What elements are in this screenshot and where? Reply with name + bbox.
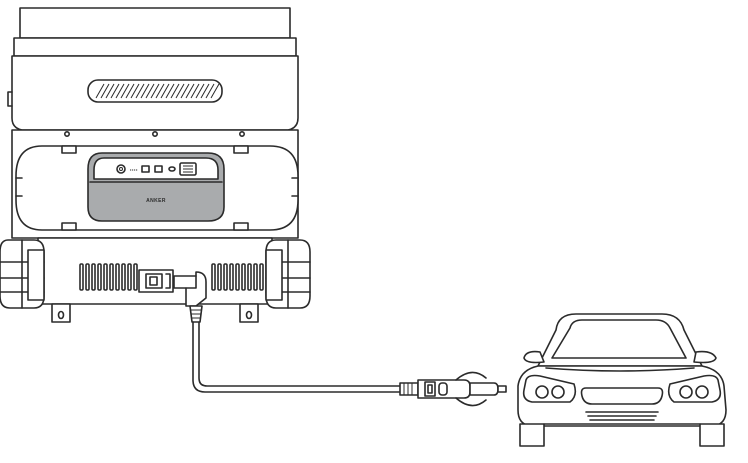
cart-enclosure [0, 7, 311, 323]
base-vent-slot [229, 263, 234, 291]
vent-slat [180, 83, 190, 99]
wheel-right [265, 239, 311, 309]
base-vent-slot [103, 263, 108, 291]
base-vent-slot [85, 263, 90, 291]
vent-slat [190, 83, 200, 99]
vent-grille [87, 79, 223, 103]
clip-tl [61, 145, 77, 154]
vent-slat [140, 83, 150, 99]
base-vent-slot [115, 263, 120, 291]
vent-slat [195, 83, 205, 99]
screw-right [239, 131, 246, 138]
car-grille [580, 387, 664, 405]
base-vent-slot [127, 263, 132, 291]
base-vent-slot [79, 263, 84, 291]
vent-slat [110, 83, 120, 99]
power-button-icon [116, 164, 126, 174]
base-vent-slot [259, 263, 264, 291]
car [517, 313, 727, 447]
cable-connector [173, 271, 207, 307]
vent-slat [135, 83, 145, 99]
lid-middle [13, 37, 297, 57]
base-vent-slot [253, 263, 258, 291]
side-knob [7, 91, 13, 107]
vent-slat [100, 83, 110, 99]
base-vent-slot [109, 263, 114, 291]
screw-center [152, 131, 159, 138]
headlight-left [522, 374, 577, 403]
base-vent-slot [217, 263, 222, 291]
vent-slat [120, 83, 130, 99]
base-vent-slot [211, 263, 216, 291]
vent-slat [115, 83, 125, 99]
clip-br [233, 222, 249, 231]
car-charging-cable [173, 271, 401, 393]
vent-slat [210, 83, 220, 99]
vent-slat [170, 83, 180, 99]
foot-left [51, 303, 71, 323]
vent-slat [175, 83, 185, 99]
car-windshield [551, 319, 687, 359]
lid-top [19, 7, 291, 39]
wheel-left [0, 239, 45, 309]
brand-label: ANKER [146, 198, 166, 204]
vent-slat [165, 83, 175, 99]
headlight-right [667, 374, 722, 403]
base-vent-slot [223, 263, 228, 291]
clip-bl [61, 222, 77, 231]
vent-slat [95, 83, 105, 99]
base-vent-slot [97, 263, 102, 291]
base-vent-slot [241, 263, 246, 291]
base-vents [79, 263, 264, 291]
base-vent-slot [235, 263, 240, 291]
vent-slat [150, 83, 160, 99]
usb-port-icon [141, 165, 150, 173]
base-vent-slot [91, 263, 96, 291]
vent-slat [205, 83, 215, 99]
base-vent-slot [133, 263, 138, 291]
vent-slat [145, 83, 155, 99]
cable-cord [192, 321, 401, 393]
base-vent-slot [121, 263, 126, 291]
vent-slat [125, 83, 135, 99]
vent-slat [160, 83, 170, 99]
power-station: ANKER [87, 152, 225, 222]
clip-tr [233, 145, 249, 154]
cigarette-lighter-plug [399, 371, 507, 407]
car-socket-outlet [138, 269, 174, 293]
usb-port-icon-2 [154, 165, 163, 173]
vent-slat [185, 83, 195, 99]
base-vent-slot [247, 263, 252, 291]
foot-right [239, 303, 259, 323]
vent-slat [105, 83, 115, 99]
vent-slat [155, 83, 165, 99]
vent-slat [200, 83, 210, 99]
vent-slat [130, 83, 140, 99]
screw-left [64, 131, 71, 138]
usbc-port-icon [168, 166, 176, 172]
